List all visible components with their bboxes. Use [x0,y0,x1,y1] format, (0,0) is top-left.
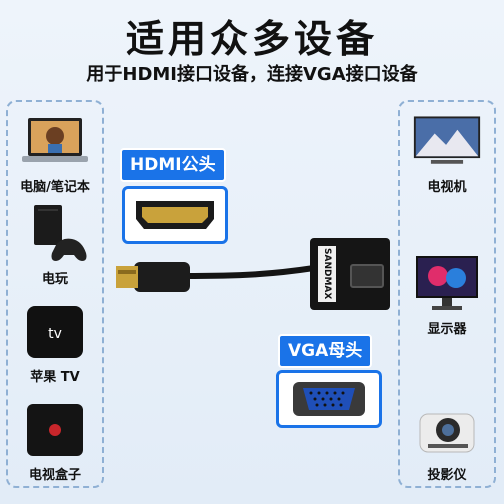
device-laptop: 电脑/笔记本 [8,112,102,195]
device-monitor: 显示器 [400,254,494,337]
hdmi-connector-closeup [122,186,228,244]
device-television: 电视机 [400,112,494,195]
device-label-television: 电视机 [427,180,467,195]
adapter-vga-port [350,264,384,288]
page-subtitle: 用于HDMI接口设备，连接VGA接口设备 [86,64,418,85]
device-label-apple-tv: 苹果 TV [30,370,80,385]
tv-box-icon [20,400,90,460]
vga-port-closeup [276,370,382,428]
adapter-brand-strip: SANDMAX [318,246,336,302]
laptop-icon [20,112,90,172]
hdmi-male-tag: HDMI公头 [120,148,226,182]
device-label-tv-box: 电视盒子 [28,468,81,483]
device-projector: 投影仪 [400,400,494,483]
device-label-game-console: 电玩 [41,272,68,287]
projector-icon [412,400,482,460]
hdmi-port-icon [136,201,214,229]
source-devices-panel: 电脑/笔记本 电玩 tv 苹果 TV [6,100,104,488]
device-label-projector: 投影仪 [427,468,467,483]
game-console-icon [20,204,90,264]
device-game-console: 电玩 [8,204,102,287]
television-icon [412,112,482,172]
adapter-body: SANDMAX [310,238,390,310]
vga-port-icon [293,382,365,416]
device-tv-box: 电视盒子 [8,400,102,483]
apple-tv-logo-text: tv [48,326,62,342]
device-label-laptop: 电脑/笔记本 [20,180,90,195]
adapter-brand-label: SANDMAX [322,248,332,300]
display-devices-panel: 电视机 显示器 [398,100,496,488]
device-apple-tv: tv 苹果 TV [8,302,102,385]
apple-tv-icon: tv [20,302,90,362]
page-title: 适用众多设备 [125,17,378,61]
monitor-icon [412,254,482,314]
vga-female-tag: VGA母头 [278,334,373,368]
device-label-monitor: 显示器 [427,322,467,337]
hdmi-cable [116,262,315,292]
